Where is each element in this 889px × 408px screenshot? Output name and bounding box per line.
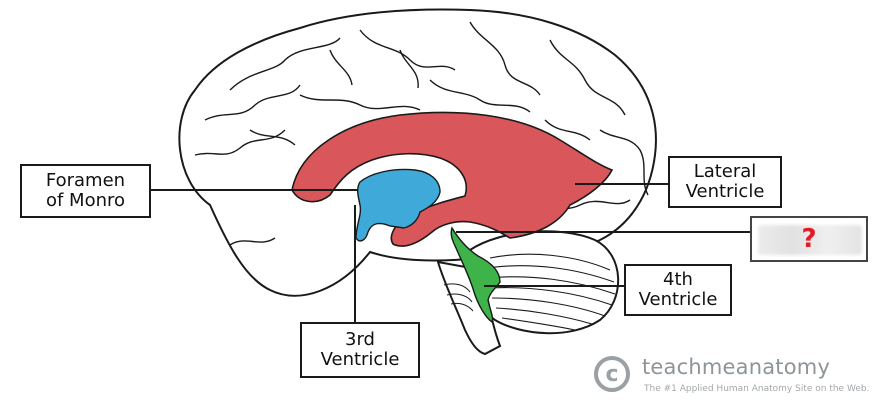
- fourth-label-line1: 4th: [663, 269, 693, 290]
- third-label-line2: Ventricle: [320, 349, 400, 370]
- foramen-of-monro-label: Foramen of Monro: [20, 164, 151, 218]
- fourth-label-line2: Ventricle: [638, 289, 718, 310]
- lateral-label-line2: Ventricle: [685, 181, 765, 202]
- watermark: c teachmeanatomy The #1 Applied Human An…: [590, 354, 886, 398]
- foramen-label-line1: Foramen: [45, 170, 126, 191]
- lateral-label-line1: Lateral: [693, 161, 757, 182]
- third-ventricle-label: 3rd Ventricle: [300, 322, 420, 378]
- third-label-line1: 3rd: [345, 329, 375, 350]
- lateral-ventricle-shape: [291, 111, 614, 247]
- fourth-ventricle-label: 4th Ventricle: [624, 264, 732, 316]
- fourth-ventricle-shape: [450, 226, 501, 324]
- copyright-logo-icon: c: [594, 356, 630, 392]
- question-mark: ?: [801, 224, 817, 254]
- watermark-tagline: The #1 Applied Human Anatomy Site on the…: [644, 384, 870, 394]
- pons-lines: [443, 283, 474, 312]
- watermark-name: teachmeanatomy: [642, 355, 831, 379]
- unknown-structure-label: ?: [750, 216, 868, 262]
- foramen-label-line2: of Monro: [45, 190, 126, 211]
- blurred-answer: [758, 225, 862, 255]
- lateral-ventricle-label: Lateral Ventricle: [668, 156, 782, 208]
- leader-lines: [151, 183, 750, 322]
- third-ventricle-shape: [355, 168, 441, 242]
